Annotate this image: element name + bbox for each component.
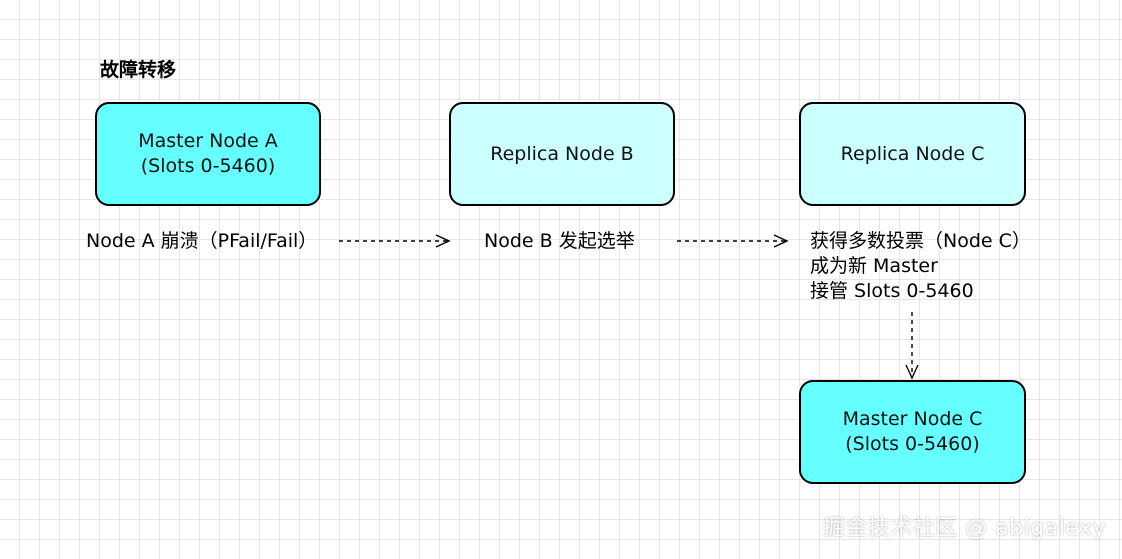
watermark: 掘金技术社区 @ abigalexy <box>822 516 1106 541</box>
master-node-a: Master Node A (Slots 0-5460) <box>95 102 321 206</box>
node-a-label: Master Node A <box>138 130 278 152</box>
node-b-label: Replica Node B <box>490 142 634 165</box>
node-c-new-label: Master Node C <box>842 408 983 430</box>
replica-node-c: Replica Node C <box>799 102 1026 206</box>
diagram-title: 故障转移 <box>100 59 177 81</box>
step-node-c-promoted: 获得多数投票（Node C） 成为新 Master 接管 Slots 0-546… <box>810 229 1031 304</box>
node-c-label: Replica Node C <box>840 142 985 165</box>
node-a-slots: (Slots 0-5460) <box>140 155 276 177</box>
replica-node-b: Replica Node B <box>449 102 675 206</box>
step3-line-votes: 获得多数投票（Node C） <box>810 230 1031 252</box>
master-node-c: Master Node C (Slots 0-5460) <box>799 380 1026 484</box>
step3-line-new-master: 成为新 Master <box>810 255 938 277</box>
arrow-c-down-head <box>905 364 919 380</box>
step3-line-take-slots: 接管 Slots 0-5460 <box>810 280 974 302</box>
step-node-b-election: Node B 发起选举 <box>484 230 635 252</box>
arrow-b-to-c-head <box>773 234 789 248</box>
arrow-a-to-b-head <box>435 234 451 248</box>
node-c-new-slots: (Slots 0-5460) <box>845 433 980 455</box>
step-node-a-crash: Node A 崩溃（PFail/Fail） <box>86 230 318 252</box>
